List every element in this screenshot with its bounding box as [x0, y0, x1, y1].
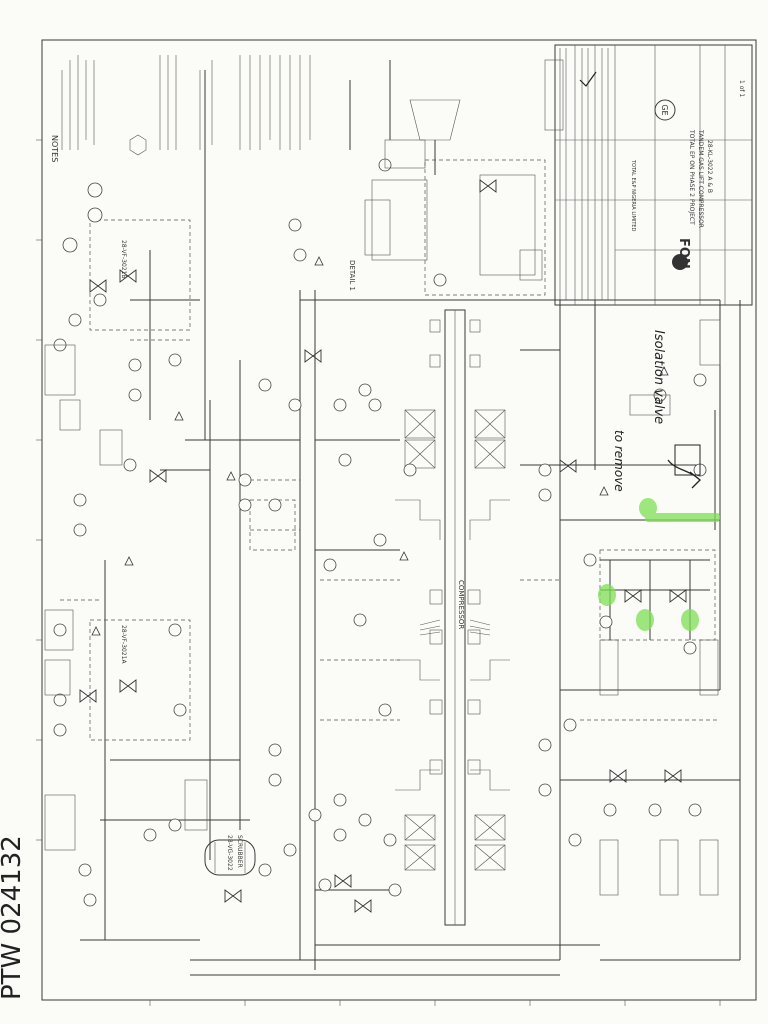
- company-full-name: TOTAL E&P NIGERIA LIMITED: [630, 159, 636, 232]
- handwritten-isolation-valve: Isolation valve: [651, 330, 666, 424]
- title-block: GE FON TOTAL E&P NIGERIA LIMITED TOTAL E…: [554, 44, 753, 306]
- handwritten-to-remove: to remove: [612, 430, 626, 492]
- highlighter-marks: [598, 498, 720, 631]
- compressor-label: COMPRESSOR: [457, 580, 465, 629]
- vessel-tag-mid: 28-VF-3021A: [120, 625, 127, 664]
- handwritten-check: [579, 71, 597, 87]
- equipment-title: TANDEM GAS LIFT COMPRESSOR: [697, 129, 704, 228]
- detail-1: DETAIL 1: [348, 60, 546, 296]
- company-name: FON: [676, 238, 691, 269]
- compressor: COMPRESSOR: [395, 309, 510, 926]
- highlight-bubble-4: [681, 609, 699, 631]
- ge-logo: [654, 99, 676, 121]
- vessel-packages: 28-VF-3021B 28-VF-3021A: [89, 219, 716, 741]
- sheet-number: 1 of 1: [738, 80, 745, 97]
- note-triangles: [91, 256, 669, 636]
- signal-lines: [60, 339, 720, 721]
- scrubber-label: SCRUBBER: [236, 835, 243, 868]
- project-title: TOTAL EP ON PHASE 2 PROJECT: [688, 129, 695, 225]
- highlight-bubble-2: [598, 584, 616, 606]
- spec-boxes: [44, 59, 721, 896]
- highlight-bubble-3: [636, 609, 654, 631]
- detail-label: DETAIL 1: [348, 260, 356, 291]
- handwritten-box: [674, 444, 701, 476]
- piping: [80, 70, 741, 976]
- scrubber-vessel: 28-VG-3022 SCRUBBER: [204, 835, 256, 876]
- vessel-tag-top: 28-VF-3021B: [120, 240, 127, 279]
- ge-logo-text: GE: [660, 104, 669, 115]
- handwritten-ptw-number: PTW 024132: [0, 835, 27, 1000]
- highlight-line: [645, 513, 720, 522]
- notes-area: NOTES: [50, 55, 311, 162]
- zone-ticks: [36, 139, 721, 1006]
- handwritten-markups: PTW 024132 Isolation valve to remove: [0, 71, 701, 1000]
- valves: [79, 179, 687, 913]
- notes-title: NOTES: [50, 135, 59, 162]
- fon-logo: [672, 254, 688, 270]
- drawing-border: [41, 39, 757, 1001]
- scrubber-tag: 28-VG-3022: [226, 835, 233, 871]
- equipment-tag: 28-KL-3022 A & B: [706, 140, 713, 193]
